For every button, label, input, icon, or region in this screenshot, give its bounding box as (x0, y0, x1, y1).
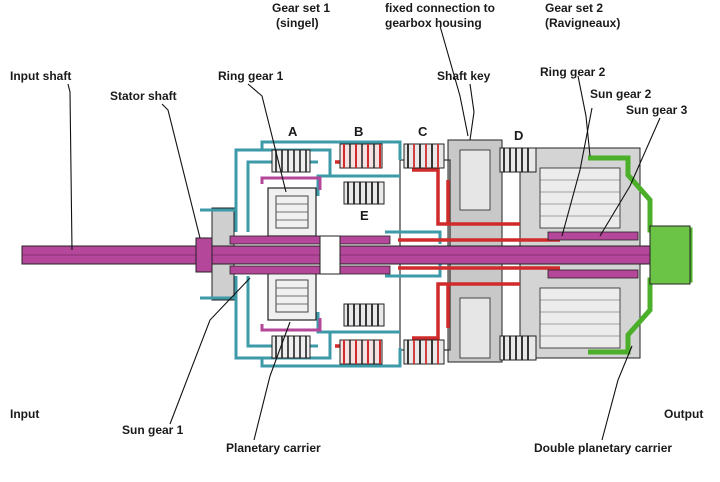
label-input: Input (10, 407, 39, 421)
label-planetary-carrier: Planetary carrier (226, 441, 321, 455)
label-ring-gear-1: Ring gear 1 (218, 69, 284, 83)
label-stator-shaft: Stator shaft (110, 89, 177, 103)
clutch-pack-c-lower (403, 339, 445, 365)
clutch-pack-a-upper (271, 149, 311, 173)
label-sun-gear-2: Sun gear 2 (590, 87, 652, 101)
leader-lines (67, 25, 661, 441)
clutch-pack-d-lower (499, 335, 537, 361)
label-ring-gear-2: Ring gear 2 (540, 65, 606, 79)
clutch-pack-a-lower (271, 335, 311, 359)
clutch-pack-e-lower (343, 303, 385, 327)
gear-set-1 (260, 176, 322, 332)
clutch-pack-d-upper (499, 147, 537, 173)
label-output: Output (664, 407, 703, 421)
clutch-label-e: E (360, 208, 369, 223)
label-input-shaft: Input shaft (10, 69, 71, 83)
input-shaft (21, 231, 663, 279)
clutch-label-d: D (514, 128, 523, 143)
clutch-pack-e-upper (343, 181, 385, 205)
clutch-pack-b-lower (339, 339, 383, 365)
label-double-planetary-carrier: Double planetary carrier (534, 441, 672, 455)
clutch-label-a: A (288, 124, 298, 139)
clutch-pack-c-upper (403, 143, 445, 169)
red-brake-structure (335, 160, 560, 348)
label-sun-gear-3: Sun gear 3 (626, 103, 688, 117)
output-green-flange (588, 155, 693, 355)
clutch-pack-b-upper (339, 143, 383, 169)
label-sun-gear-1: Sun gear 1 (122, 423, 184, 437)
label-gear-set-2: Gear set 2(Ravigneaux) (545, 1, 620, 30)
label-gear-set-1: Gear set 1(singel) (272, 1, 330, 30)
label-shaft-key: Shaft key (437, 69, 491, 83)
clutch-label-c: C (418, 124, 428, 139)
clutch-label-b: B (354, 124, 363, 139)
